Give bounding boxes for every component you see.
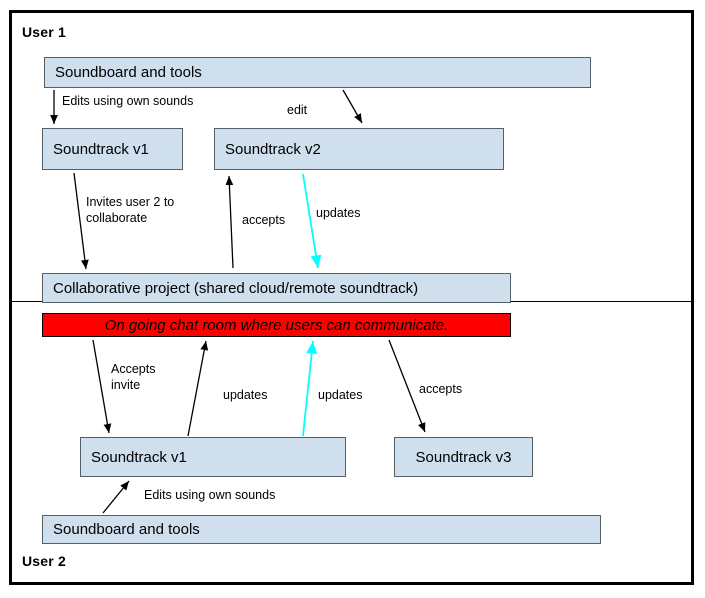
node-bottom-soundboard-label: Soundboard and tools bbox=[53, 521, 200, 538]
node-soundtrack-v1-top-label: Soundtrack v1 bbox=[53, 140, 149, 158]
user2-region-label: User 2 bbox=[22, 553, 67, 569]
node-chat-room[interactable]: On going chat room where users can commu… bbox=[42, 313, 511, 337]
edge-label-updates-top: updates bbox=[316, 206, 361, 220]
node-bottom-soundboard[interactable]: Soundboard and tools bbox=[42, 515, 601, 544]
user1-region-label: User 1 bbox=[22, 24, 67, 40]
node-chat-room-label: On going chat room where users can commu… bbox=[104, 316, 449, 334]
edge-label-edit: edit bbox=[287, 103, 308, 117]
edge-label-updates-bottom-right: updates bbox=[318, 388, 363, 402]
node-collaborative-project-label: Collaborative project (shared cloud/remo… bbox=[53, 279, 419, 297]
node-soundtrack-v1-bottom[interactable]: Soundtrack v1 bbox=[80, 437, 346, 477]
node-soundtrack-v1-bottom-label: Soundtrack v1 bbox=[91, 448, 187, 466]
node-soundtrack-v2[interactable]: Soundtrack v2 bbox=[214, 128, 504, 170]
node-soundtrack-v2-label: Soundtrack v2 bbox=[225, 140, 321, 158]
edge-label-accepts-top: accepts bbox=[242, 213, 286, 227]
edge-label-edits-own-sounds-bottom: Edits using own sounds bbox=[144, 488, 276, 502]
node-collaborative-project[interactable]: Collaborative project (shared cloud/remo… bbox=[42, 273, 511, 303]
edge-label-invites-user2: Invites user 2 to collaborate bbox=[86, 195, 175, 225]
diagram-outer-frame bbox=[9, 10, 694, 585]
node-soundtrack-v3-label: Soundtrack v3 bbox=[415, 448, 512, 466]
node-top-soundboard[interactable]: Soundboard and tools bbox=[44, 57, 591, 88]
node-soundtrack-v3[interactable]: Soundtrack v3 bbox=[394, 437, 533, 477]
edge-label-updates-bottom-left: updates bbox=[223, 388, 268, 402]
edge-label-accepts-bottom: accepts bbox=[419, 382, 463, 396]
edge-label-accepts-invite: Accepts invite bbox=[111, 362, 156, 392]
node-top-soundboard-label: Soundboard and tools bbox=[55, 64, 202, 81]
edge-label-edits-own-sounds-top: Edits using own sounds bbox=[62, 94, 194, 108]
node-soundtrack-v1-top[interactable]: Soundtrack v1 bbox=[42, 128, 183, 170]
